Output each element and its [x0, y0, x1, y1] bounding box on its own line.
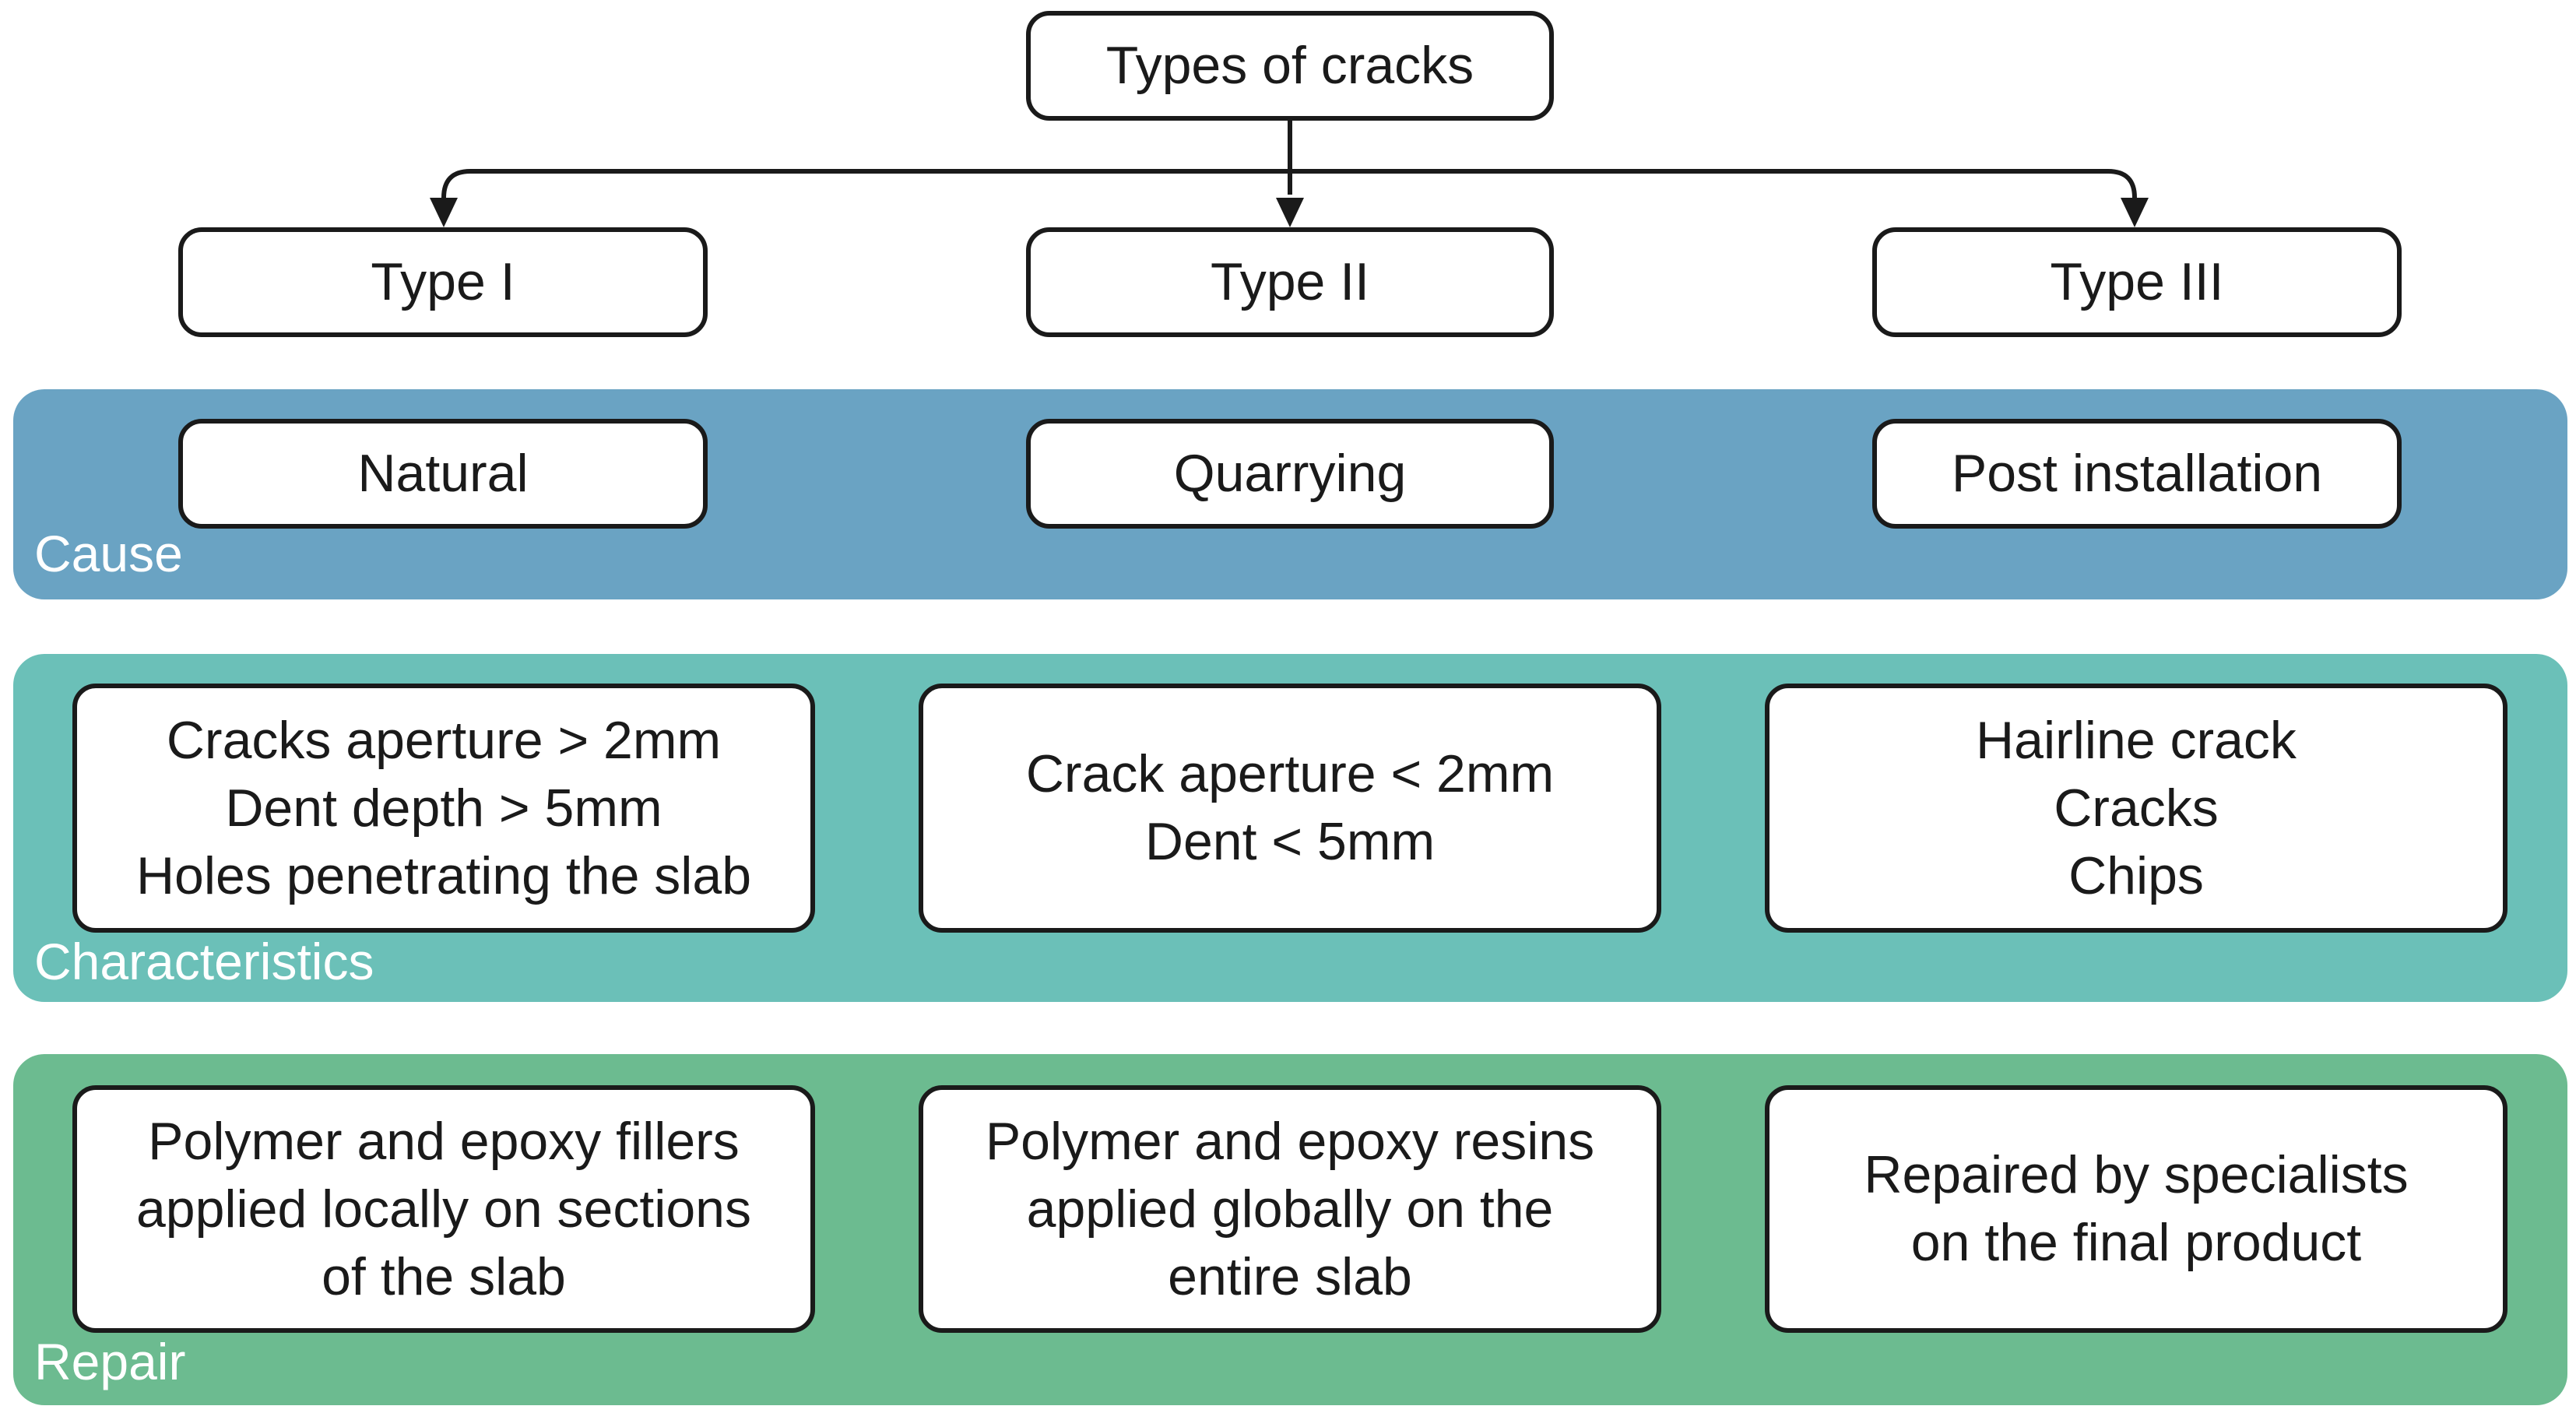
characteristics-band-title: Characteristics: [34, 933, 374, 990]
cause-box-1: Natural: [178, 419, 708, 529]
connector-type-1: [441, 169, 1290, 201]
characteristics-box-2: Crack aperture < 2mm Dent < 5mm: [919, 684, 1661, 933]
type-node-3: Type III: [1872, 227, 2402, 337]
cause-band-title: Cause: [34, 525, 183, 582]
root-node: Types of cracks: [1026, 11, 1554, 121]
arrowhead-type-1: [430, 198, 458, 227]
type-node-1: Type I: [178, 227, 708, 337]
characteristics-box-1: Cracks aperture > 2mm Dent depth > 5mm H…: [72, 684, 815, 933]
cause-box-3: Post installation: [1872, 419, 2402, 529]
repair-box-3: Repaired by specialists on the final pro…: [1765, 1085, 2507, 1333]
repair-box-1: Polymer and epoxy fillers applied locall…: [72, 1085, 815, 1333]
characteristics-box-3: Hairline crack Cracks Chips: [1765, 684, 2507, 933]
cause-box-2: Quarrying: [1026, 419, 1554, 529]
connector-type-3: [1290, 169, 2137, 201]
repair-band-title: Repair: [34, 1333, 186, 1390]
arrowhead-type-3: [2121, 198, 2149, 227]
type-node-2: Type II: [1026, 227, 1554, 337]
repair-box-2: Polymer and epoxy resins applied globall…: [919, 1085, 1661, 1333]
arrowhead-type-2: [1276, 198, 1304, 227]
